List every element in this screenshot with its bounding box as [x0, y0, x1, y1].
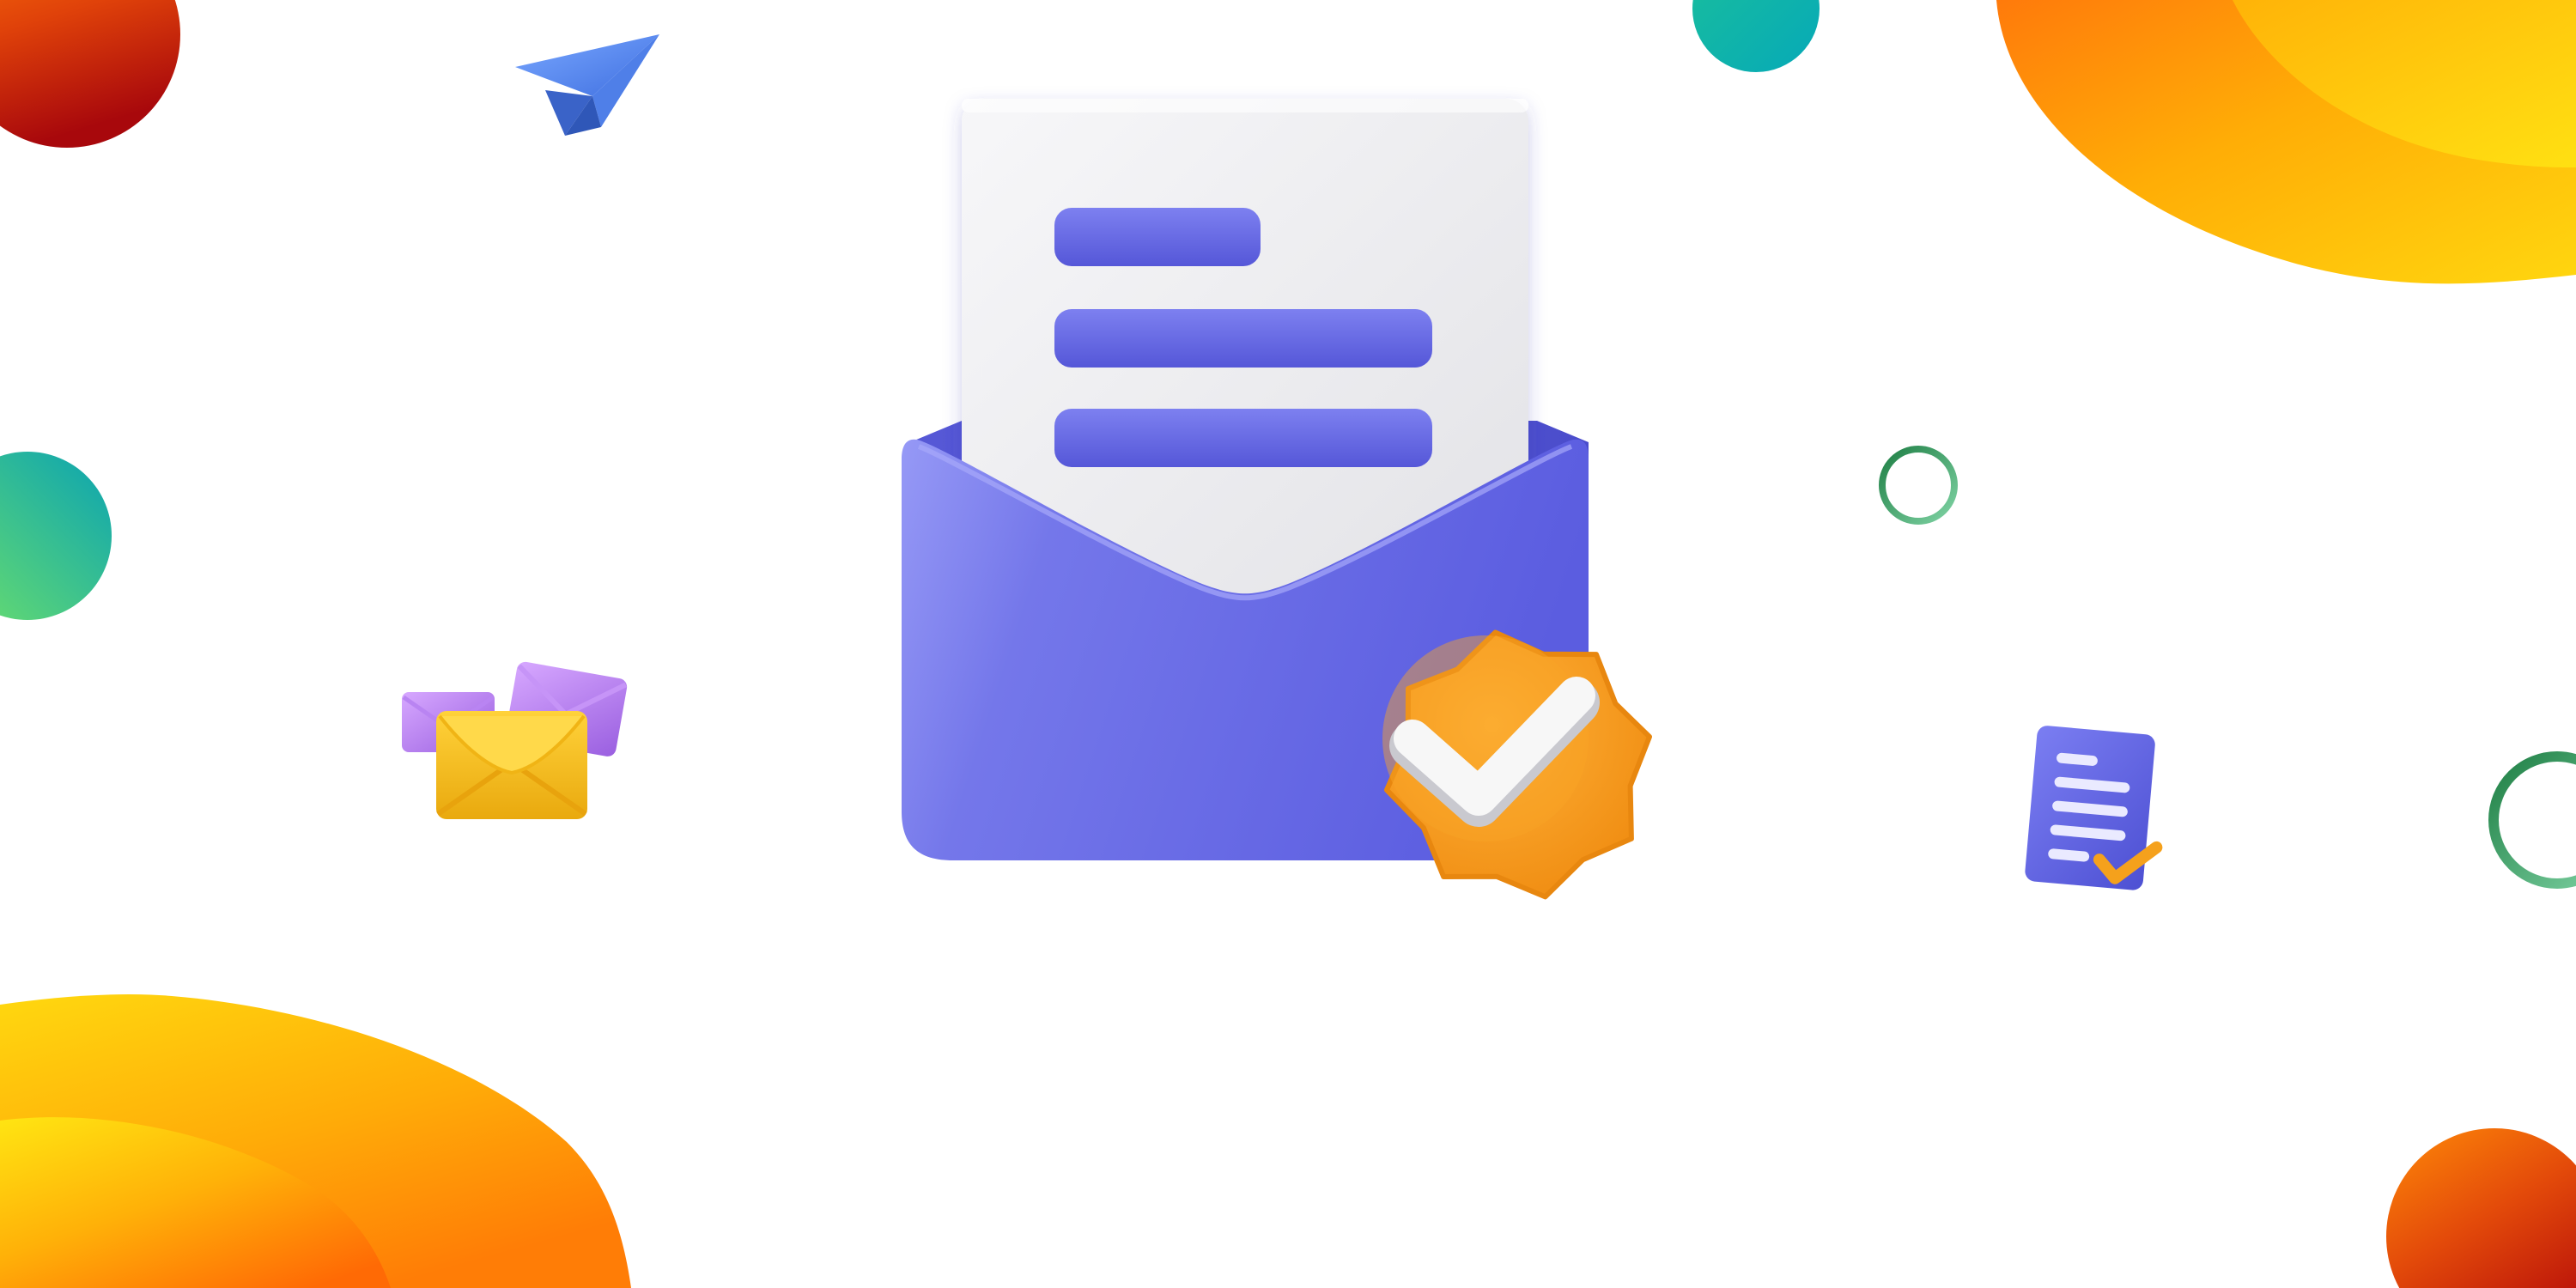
right-green-ring	[2488, 751, 2576, 889]
top-teal-circle	[1692, 0, 1820, 72]
paper-plane-icon	[515, 34, 659, 136]
verified-badge-icon	[1382, 629, 1652, 900]
yellow-envelope-front	[436, 711, 587, 819]
document-check-icon	[2025, 726, 2163, 890]
letter-text-lines	[1054, 208, 1432, 467]
envelope-stack-icon	[402, 661, 628, 819]
bottom-left-yellow-blob-inner	[0, 1117, 391, 1288]
left-teal-green-circle	[0, 452, 112, 620]
letter-line-short	[1054, 208, 1261, 266]
top-left-orange-circle	[0, 0, 180, 148]
top-right-yellow-blob-inner	[2233, 0, 2576, 167]
small-green-ring	[1879, 446, 1958, 525]
envelope-pocket-edge	[917, 444, 1573, 601]
bottom-right-orange-circle	[2386, 1128, 2576, 1288]
letter-line-long-1	[1054, 309, 1432, 368]
check-mark-highlight	[1394, 677, 1595, 816]
letter-line-long-2	[1054, 409, 1432, 467]
